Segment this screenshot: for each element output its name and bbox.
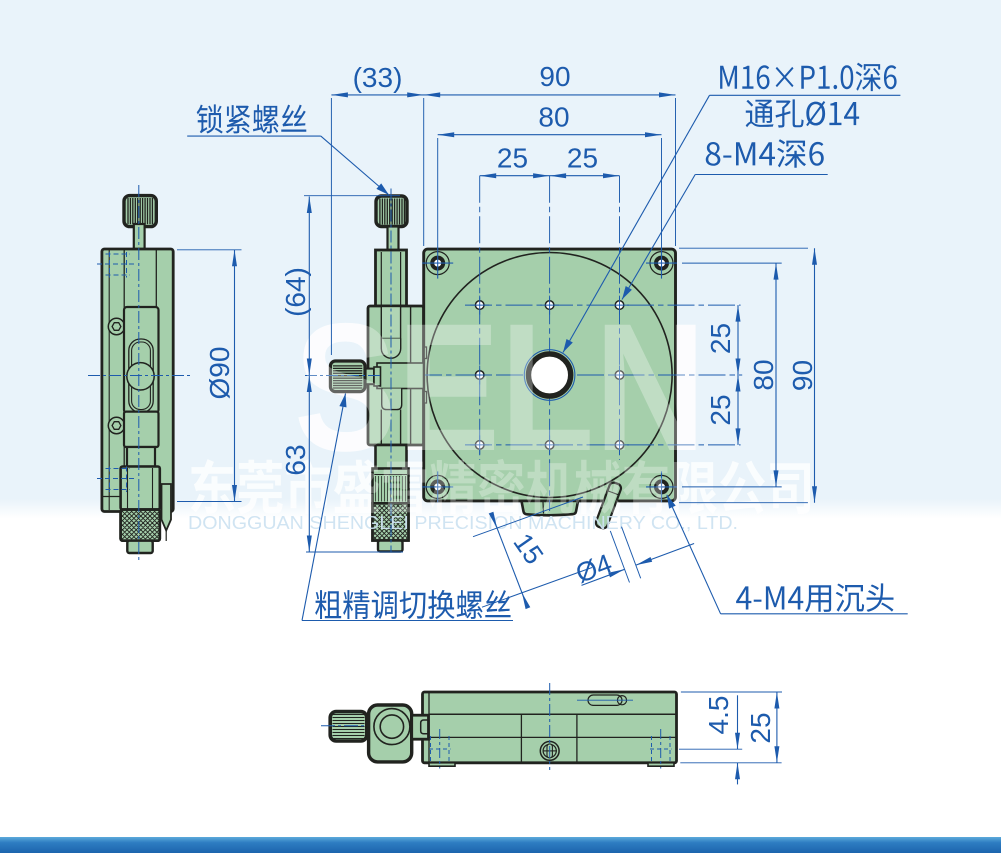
- svg-text:25: 25: [497, 143, 528, 174]
- svg-text:80: 80: [538, 102, 569, 133]
- svg-text:SELN: SELN: [294, 285, 706, 489]
- svg-text:25: 25: [567, 143, 598, 174]
- svg-text:63: 63: [280, 444, 311, 475]
- svg-text:25: 25: [745, 712, 776, 743]
- svg-text:80: 80: [748, 359, 779, 390]
- svg-text:(33): (33): [353, 62, 403, 93]
- svg-text:90: 90: [539, 61, 570, 92]
- svg-text:Ø90: Ø90: [204, 347, 235, 400]
- svg-text:4.5: 4.5: [703, 696, 734, 735]
- svg-text:25: 25: [705, 394, 736, 425]
- svg-text:(64): (64): [280, 267, 311, 317]
- svg-text:90: 90: [787, 360, 818, 391]
- svg-text:25: 25: [705, 323, 736, 354]
- svg-text:DONGGUAN SHENGLEI PRECISION MA: DONGGUAN SHENGLEI PRECISION MACHINERY CO…: [188, 512, 738, 533]
